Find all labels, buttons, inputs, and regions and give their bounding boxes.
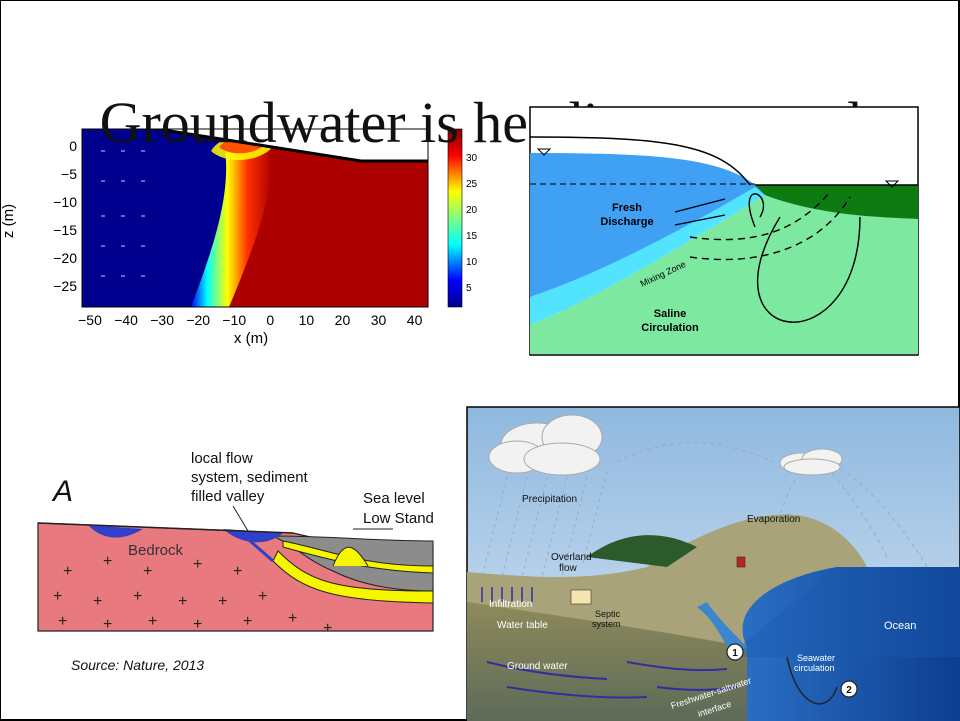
svg-text:+: + xyxy=(63,563,72,580)
septic-label-1: Septic xyxy=(595,609,621,619)
bedrock-label: Bedrock xyxy=(128,542,184,559)
sea-level-label-2: Low Stand xyxy=(363,510,434,527)
y-tick-label: −25 xyxy=(53,278,77,294)
marker-2 xyxy=(840,680,858,698)
y-tick-label: −20 xyxy=(53,250,77,266)
svg-text:+: + xyxy=(258,588,267,605)
overland-label-2: flow xyxy=(559,563,578,574)
svg-text:+: + xyxy=(193,616,202,633)
sea-level-label-1: Sea level xyxy=(363,490,425,507)
y-tick-label: 0 xyxy=(69,138,77,154)
seawater-label-2: circulation xyxy=(794,663,835,673)
marker-1-label: 1 xyxy=(732,648,738,659)
x-tick-label: −50 xyxy=(78,312,102,328)
geology-cross-section: +++++ ++++++ +++++++ A local flow system… xyxy=(37,450,434,637)
overland-label-1: Overland xyxy=(551,552,592,563)
x-tick-label: 30 xyxy=(371,312,387,328)
valley-label-3: filled valley xyxy=(191,488,265,505)
svg-text:+: + xyxy=(58,613,67,630)
svg-text:+: + xyxy=(103,616,112,633)
x-tick-label: 20 xyxy=(335,312,351,328)
x-tick-label: 40 xyxy=(407,312,423,328)
saline-zone xyxy=(530,195,918,354)
rain-cloud xyxy=(488,414,603,476)
sea-water xyxy=(755,185,918,219)
x-tick-label: −30 xyxy=(150,312,174,328)
mixing-plume xyxy=(191,129,272,307)
colorbar-tick-label: 10 xyxy=(466,257,478,268)
marker-1 xyxy=(726,643,744,661)
septic-label-2: system xyxy=(592,619,621,629)
valley-label-1: local flow xyxy=(191,450,253,467)
ocean-label: Ocean xyxy=(884,620,916,632)
colorbar xyxy=(447,128,463,308)
salinity-model-plot: 30 25 20 15 10 5 −50 −40 −30 −20 −10 0 10 20 30 40 0 −5… xyxy=(0,128,478,347)
x-tick-label: 0 xyxy=(266,312,274,328)
svg-text:+: + xyxy=(93,593,102,610)
svg-text:+: + xyxy=(193,556,202,573)
svg-text:+: + xyxy=(218,593,227,610)
y-tick-label: −15 xyxy=(53,222,77,238)
svg-text:+: + xyxy=(103,553,112,570)
colorbar-tick-label: 20 xyxy=(466,205,478,216)
svg-text:+: + xyxy=(178,593,187,610)
evaporation-label: Evaporation xyxy=(747,514,800,525)
valley-label-2: system, sediment xyxy=(191,469,309,486)
svg-text:+: + xyxy=(243,613,252,630)
colorbar-tick-label: 15 xyxy=(466,231,478,242)
x-tick-label: −10 xyxy=(222,312,246,328)
x-tick-label: −20 xyxy=(186,312,210,328)
svg-text:+: + xyxy=(288,610,297,627)
svg-text:+: + xyxy=(143,563,152,580)
y-tick-label: −10 xyxy=(53,194,77,210)
coastal-water-cycle: Precipitation Evaporation Overland flow … xyxy=(466,406,960,721)
colorbar-tick-label: 30 xyxy=(466,153,478,164)
svg-text:+: + xyxy=(133,588,142,605)
precipitation-label: Precipitation xyxy=(522,494,577,505)
saline-label: Saline xyxy=(654,308,686,320)
svg-text:+: + xyxy=(323,620,332,637)
infiltration-label: Infiltration xyxy=(489,599,532,610)
source-citation: Source: Nature, 2013 xyxy=(71,657,205,673)
x-axis-label: x (m) xyxy=(234,330,268,347)
y-axis-label: z (m) xyxy=(0,204,17,238)
mixing-zone xyxy=(530,187,765,325)
svg-text:+: + xyxy=(233,563,242,580)
colorbar-tick-label: 5 xyxy=(466,283,472,294)
panel-letter: A xyxy=(51,475,73,508)
svg-text:+: + xyxy=(53,588,62,605)
evaporation-cloud xyxy=(779,448,843,476)
marker-2-label: 2 xyxy=(846,685,852,696)
groundwater-label: Ground water xyxy=(507,661,568,672)
y-tick-label: −5 xyxy=(61,166,77,182)
seawater-label-1: Seawater xyxy=(797,653,835,663)
fresh-region xyxy=(82,129,227,307)
fresh-label: Fresh xyxy=(612,202,642,214)
x-tick-label: −40 xyxy=(114,312,138,328)
colorbar-tick-label: 25 xyxy=(466,179,478,190)
svg-text:+: + xyxy=(148,613,157,630)
x-tick-label: 10 xyxy=(299,312,315,328)
discharge-schematic: Fresh Discharge Mixing Zone Saline Circu… xyxy=(529,106,919,356)
circulation-label: Circulation xyxy=(641,322,699,334)
water-table-label: Water table xyxy=(497,620,548,631)
ocean xyxy=(742,567,960,721)
discharge-label: Discharge xyxy=(600,216,653,228)
